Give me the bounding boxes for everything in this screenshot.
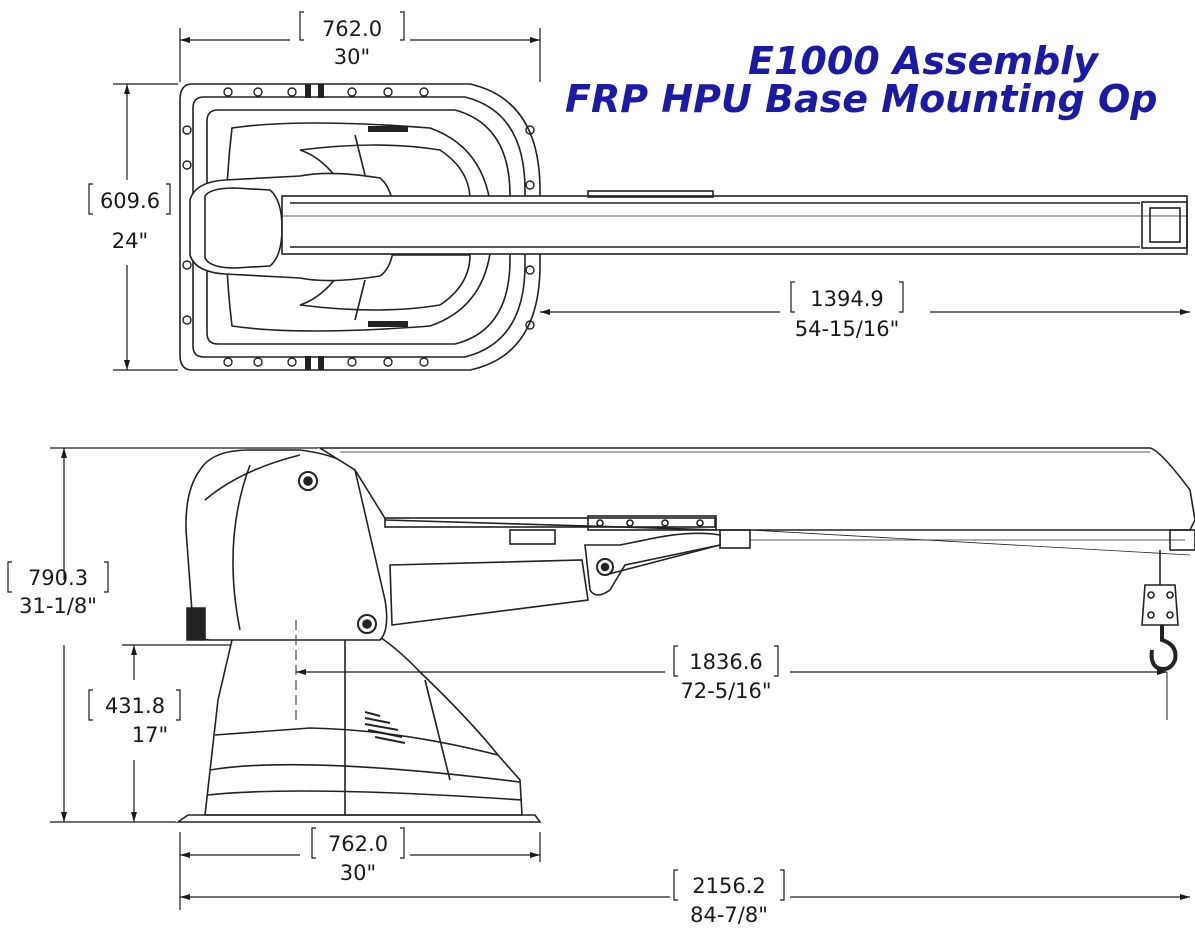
base-height-in: 17"	[132, 723, 168, 747]
base-width-in: 30"	[340, 861, 376, 885]
title-line-1: E1000 Assembly	[748, 39, 1098, 83]
side-view-dim-text: 790.3 31-1/8" 431.8 17" 1836.6 72-5/16" …	[19, 566, 771, 927]
top-height-in: 24"	[112, 229, 148, 253]
top-pedestal-shape	[225, 122, 493, 332]
top-pedestal-lower	[299, 254, 471, 311]
hook-reach-in: 72-5/16"	[680, 679, 771, 703]
hook-reach-mm: 1836.6	[689, 650, 762, 674]
overall-height-mm: 790.3	[28, 566, 88, 590]
top-view	[179, 83, 1188, 371]
overall-height-in: 31-1/8"	[19, 594, 97, 618]
top-base-rim	[206, 109, 511, 345]
top-height-mm: 609.6	[100, 189, 160, 213]
side-view-dimensions	[7, 447, 1190, 910]
top-width-in: 30"	[334, 45, 370, 69]
boom-reach-in: 54-15/16"	[795, 317, 899, 341]
top-view-dimensions	[88, 11, 1190, 371]
side-lift-cylinder	[389, 559, 589, 626]
overall-length-mm: 2156.2	[692, 874, 765, 898]
side-slew-housing	[185, 449, 388, 641]
title-line-2: FRP HPU Base Mounting Op	[565, 77, 1158, 121]
overall-length-in: 84-7/8"	[690, 903, 768, 927]
side-view	[175, 447, 1195, 823]
base-height-mm: 431.8	[105, 694, 165, 718]
base-width-mm: 762.0	[328, 832, 388, 856]
top-base-inner	[192, 96, 526, 358]
top-base-plate	[179, 83, 541, 371]
side-handle-knob	[186, 607, 206, 641]
side-pedestal	[204, 619, 523, 816]
top-bolt-holes	[182, 87, 535, 367]
top-width-mm: 762.0	[322, 17, 382, 41]
top-boom	[281, 190, 1188, 255]
side-hook	[1149, 625, 1178, 671]
boom-reach-mm: 1394.9	[810, 287, 883, 311]
top-view-dim-text: 762.0 30" 609.6 24" 1394.9 54-15/16"	[100, 17, 899, 341]
side-base-plate	[175, 814, 542, 823]
side-hook-block	[1141, 584, 1179, 626]
side-vent-slots	[364, 711, 406, 744]
top-pedestal-upper	[299, 144, 471, 201]
side-boom	[317, 447, 1195, 531]
